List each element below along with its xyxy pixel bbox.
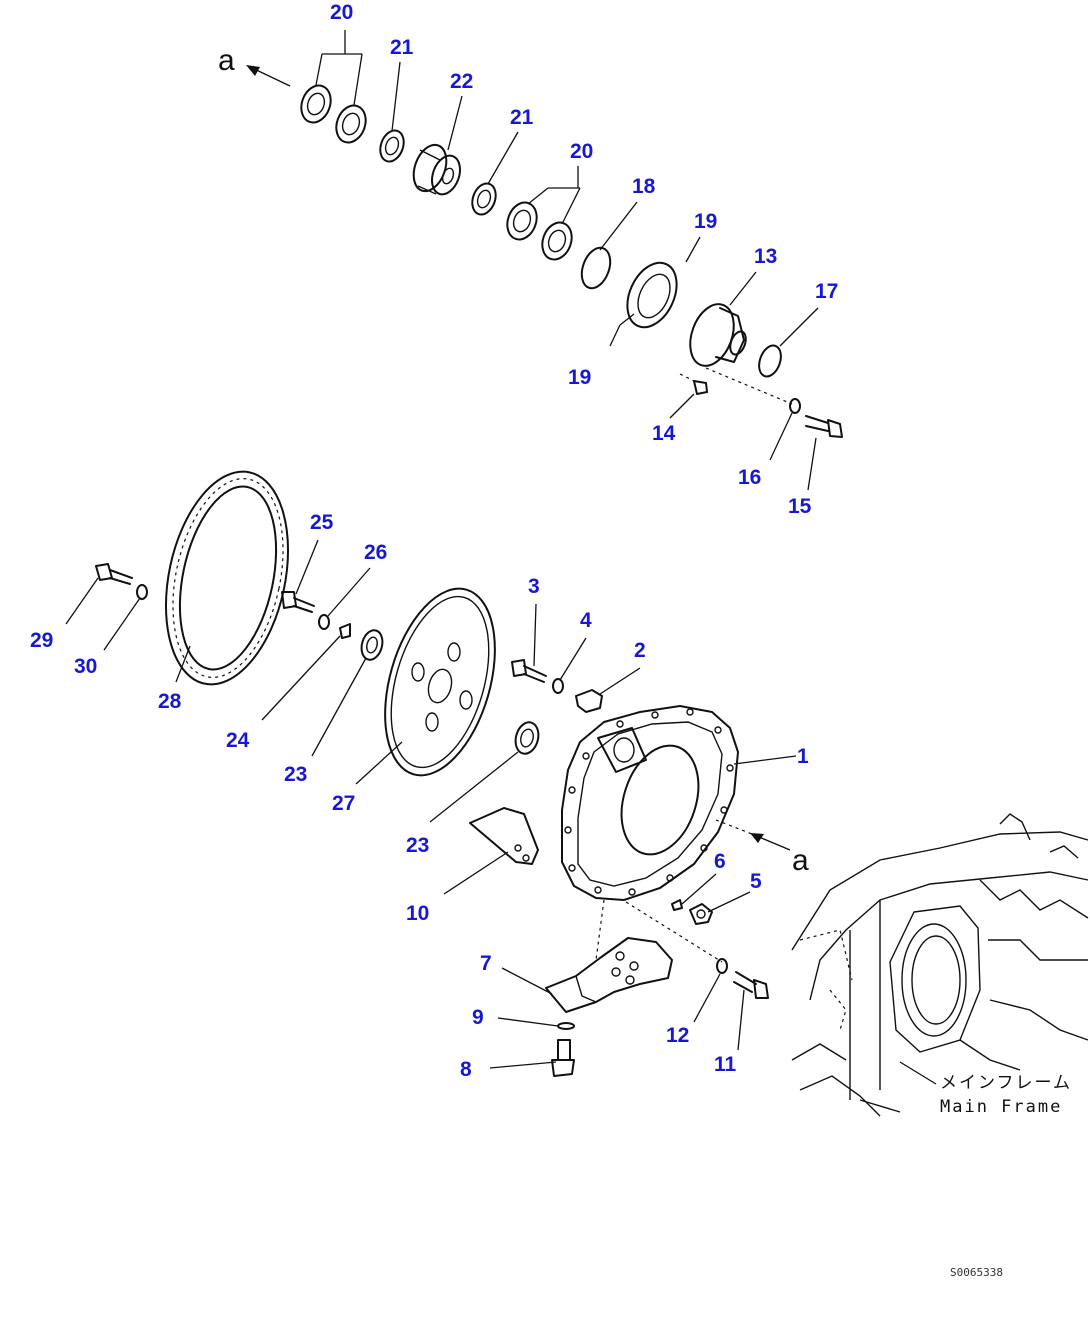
callout-16: 16	[738, 466, 761, 489]
callout-26: 26	[364, 541, 387, 564]
part-30-washer	[136, 584, 148, 600]
callout-4: 4	[580, 609, 592, 632]
part-23-bearing-upper	[360, 629, 384, 661]
part-13-cover	[689, 303, 747, 367]
part-24-pin	[339, 623, 351, 639]
callout-29: 29	[30, 629, 53, 652]
part-15-bolt	[805, 415, 843, 438]
part-4-washer	[552, 678, 564, 694]
callout-1: 1	[797, 745, 809, 768]
callout-24: 24	[226, 729, 250, 752]
part-6-pin	[671, 899, 683, 911]
callout-21-top: 21	[390, 36, 414, 59]
part-18-o-ring	[580, 246, 612, 290]
callout-19-top: 19	[694, 210, 717, 233]
part-2-bracket	[575, 689, 603, 713]
part-5-bolt	[689, 903, 713, 925]
part-14-plug	[693, 380, 708, 395]
middle-assembly	[95, 470, 603, 777]
part-12-washer	[716, 958, 728, 974]
callout-20-top: 20	[330, 1, 353, 24]
part-20-seal-lower-left	[506, 201, 538, 241]
part-23-bearing-lower	[514, 721, 540, 755]
lower-assembly	[469, 705, 791, 1077]
part-25-bolt	[281, 591, 315, 613]
part-9-washer	[557, 1022, 575, 1030]
main-frame-view	[791, 813, 1089, 1117]
part-28-ring-gear	[164, 470, 290, 686]
callout-5: 5	[750, 870, 762, 893]
part-7-mount-bracket	[545, 937, 673, 1013]
callout-7: 7	[480, 952, 492, 975]
main-frame-label-jp: メインフレーム	[940, 1073, 1072, 1093]
callout-2: 2	[634, 639, 646, 662]
drawing-code: S0065338	[950, 1266, 1003, 1279]
main-frame-label-en: Main Frame	[940, 1097, 1062, 1117]
part-20-seal-lower-right	[541, 221, 573, 261]
view-arrow-top	[246, 65, 291, 87]
callout-17: 17	[815, 280, 838, 303]
callout-11: 11	[714, 1053, 737, 1076]
callout-12: 12	[666, 1024, 689, 1047]
callout-21-bottom: 21	[510, 106, 534, 129]
part-11-bolt	[733, 971, 769, 999]
view-arrow-bottom	[715, 819, 791, 851]
view-mark-a-top: a	[218, 44, 235, 77]
callout-25: 25	[310, 511, 334, 534]
callout-30: 30	[74, 655, 97, 678]
view-mark-a-bottom: a	[792, 844, 809, 877]
callout-18: 18	[632, 175, 656, 198]
callout-27: 27	[332, 792, 355, 815]
callout-3: 3	[528, 575, 540, 598]
callout-13: 13	[754, 245, 777, 268]
part-27-flywheel-plate	[384, 587, 496, 777]
callout-20-bottom: 20	[570, 140, 593, 163]
part-26-washer	[318, 614, 330, 630]
part-22-gear	[412, 143, 462, 196]
top-leaders	[315, 30, 819, 491]
part-17-o-ring	[758, 344, 782, 378]
part-21-bearing-upper	[379, 129, 405, 163]
part-3-bolt	[511, 659, 547, 683]
part-10-cover-plate	[469, 807, 539, 865]
lower-leaders	[443, 755, 797, 1069]
callout-15: 15	[788, 495, 812, 518]
callout-labels: 20 21 22 21 20 18 19 13 17 19 14 16 15 2…	[30, 1, 838, 1081]
top-assembly	[246, 65, 843, 438]
part-19-shim-plate	[619, 261, 678, 329]
callout-23-right: 23	[406, 834, 429, 857]
callout-6: 6	[714, 850, 726, 873]
part-20-seal-right	[335, 104, 367, 144]
callout-23-left: 23	[284, 763, 307, 786]
part-20-seal-left	[300, 84, 332, 124]
callout-28: 28	[158, 690, 182, 713]
callout-19-bottom: 19	[568, 366, 591, 389]
part-29-bolt	[95, 563, 133, 585]
callout-14: 14	[652, 422, 676, 445]
middle-leaders	[65, 539, 641, 823]
callout-22: 22	[450, 70, 473, 93]
callout-9: 9	[472, 1006, 484, 1029]
part-1-flywheel-housing	[561, 705, 739, 901]
part-21-bearing-lower	[471, 182, 497, 216]
part-16-washer	[789, 398, 801, 414]
part-8-bolt	[551, 1039, 575, 1077]
callout-10: 10	[406, 902, 429, 925]
callout-8: 8	[460, 1058, 472, 1081]
